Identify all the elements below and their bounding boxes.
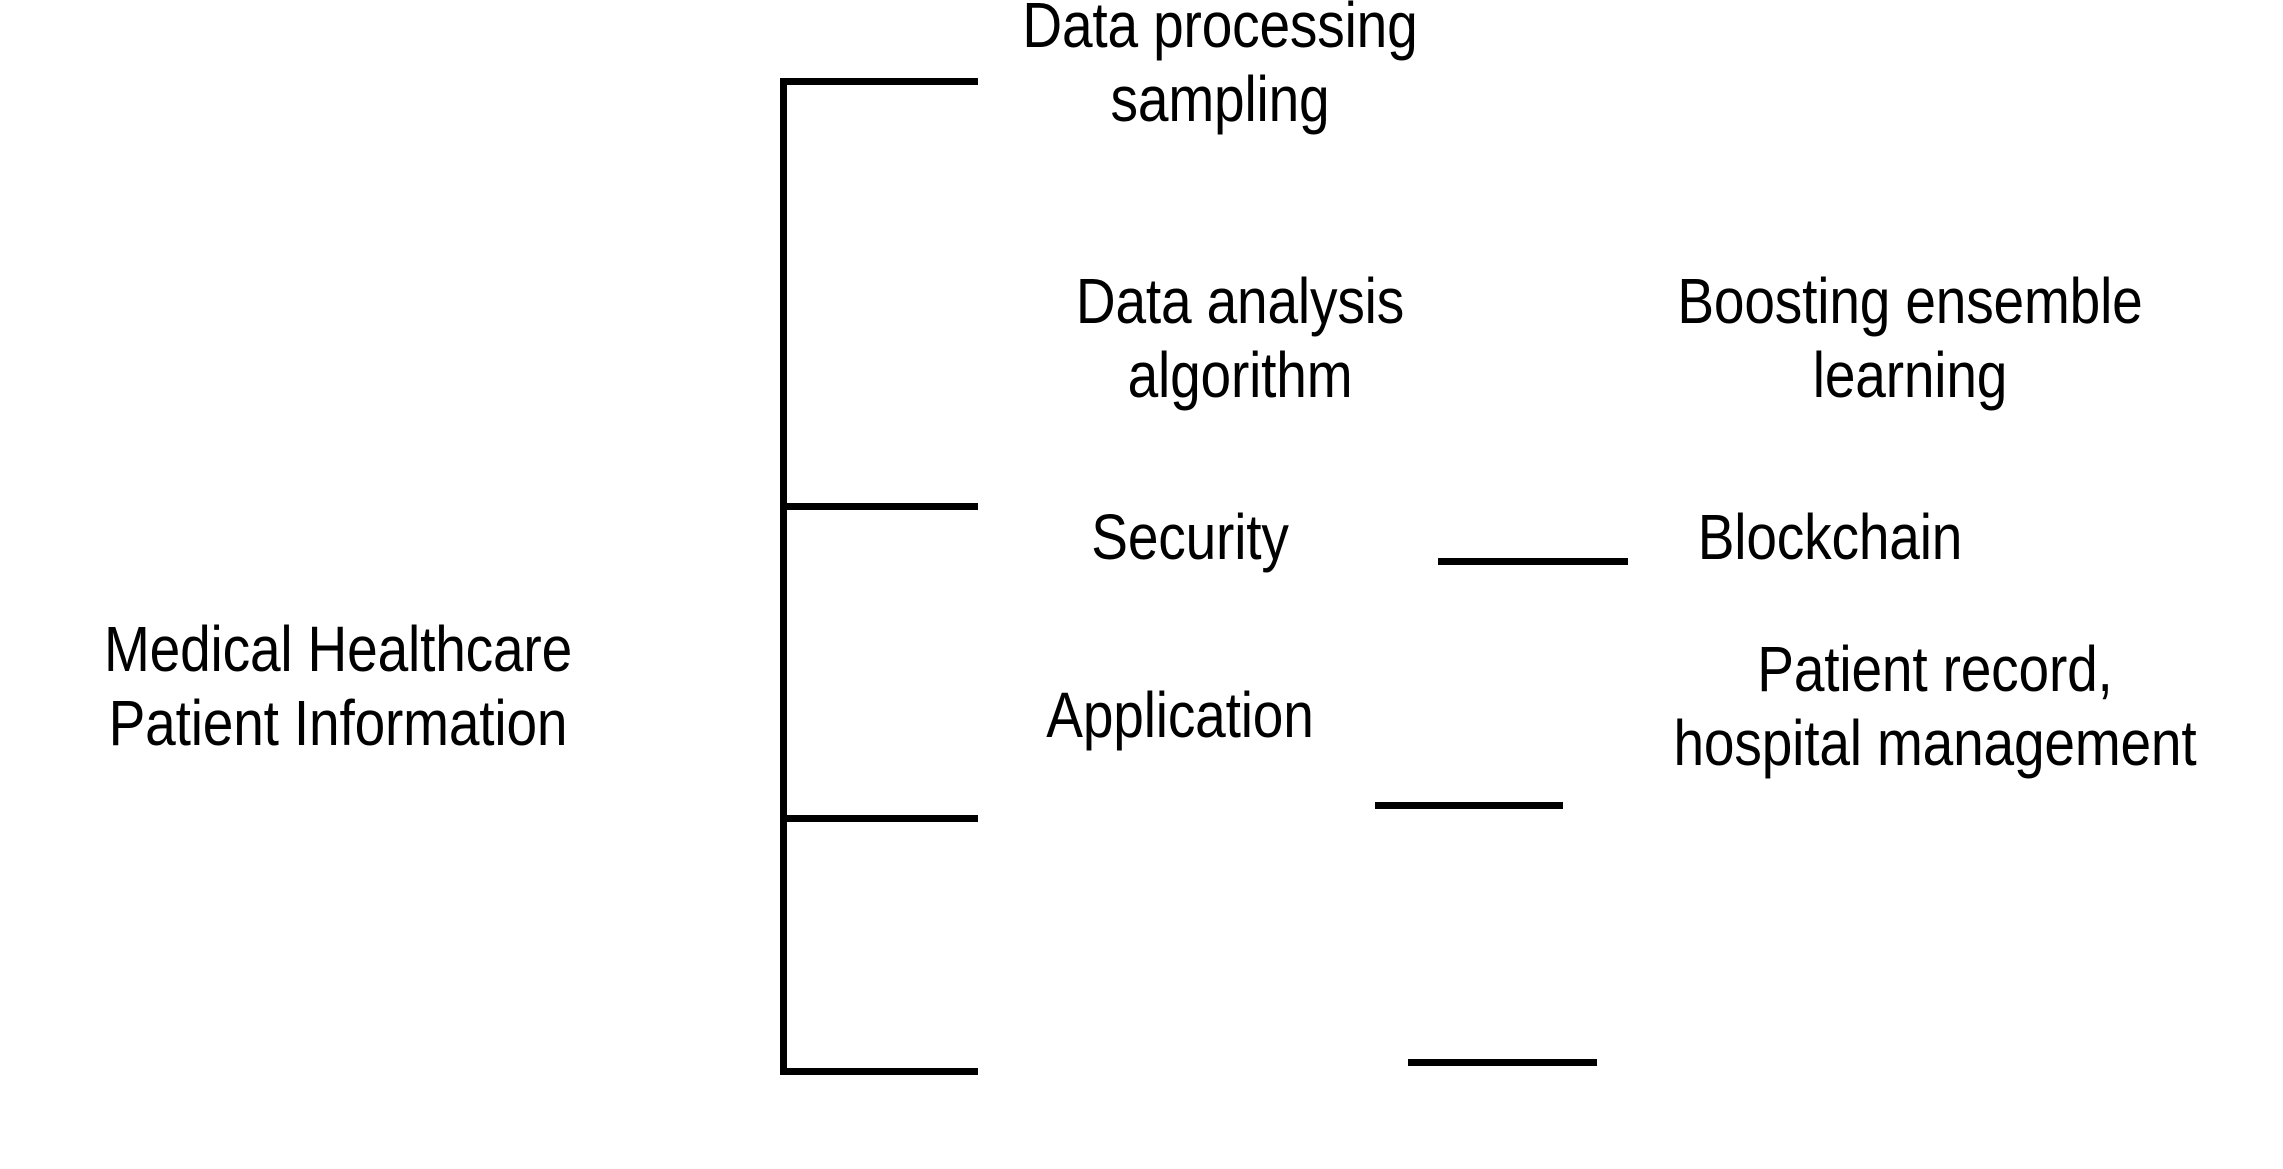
branch-label-application: Application [1046,679,1314,751]
leaf-label-boosting-ensemble-learning: Boosting ensemble learning [1677,265,2143,411]
root-node-label: Medical Healthcare Patient Information [103,613,573,759]
connector-line-security-to-blockchain [1375,802,1563,809]
branch-label-data-processing: Data processing sampling [1022,0,1418,135]
leaf-label-patient-record-hospital-management: Patient record, hospital management [1673,633,2197,779]
branch-stub-line-4 [780,1068,978,1075]
bracket-spine-line [780,78,787,1075]
branch-label-data-analysis: Data analysis algorithm [1075,265,1405,411]
connector-line-application-to-patient-record [1408,1059,1597,1066]
branch-stub-line-3 [780,815,978,822]
branch-stub-line-2 [780,503,978,510]
connector-line-data-analysis-to-boosting [1438,558,1628,565]
branch-stub-line-1 [780,78,978,85]
branch-label-security: Security [1091,501,1289,573]
leaf-label-blockchain: Blockchain [1697,501,1963,573]
